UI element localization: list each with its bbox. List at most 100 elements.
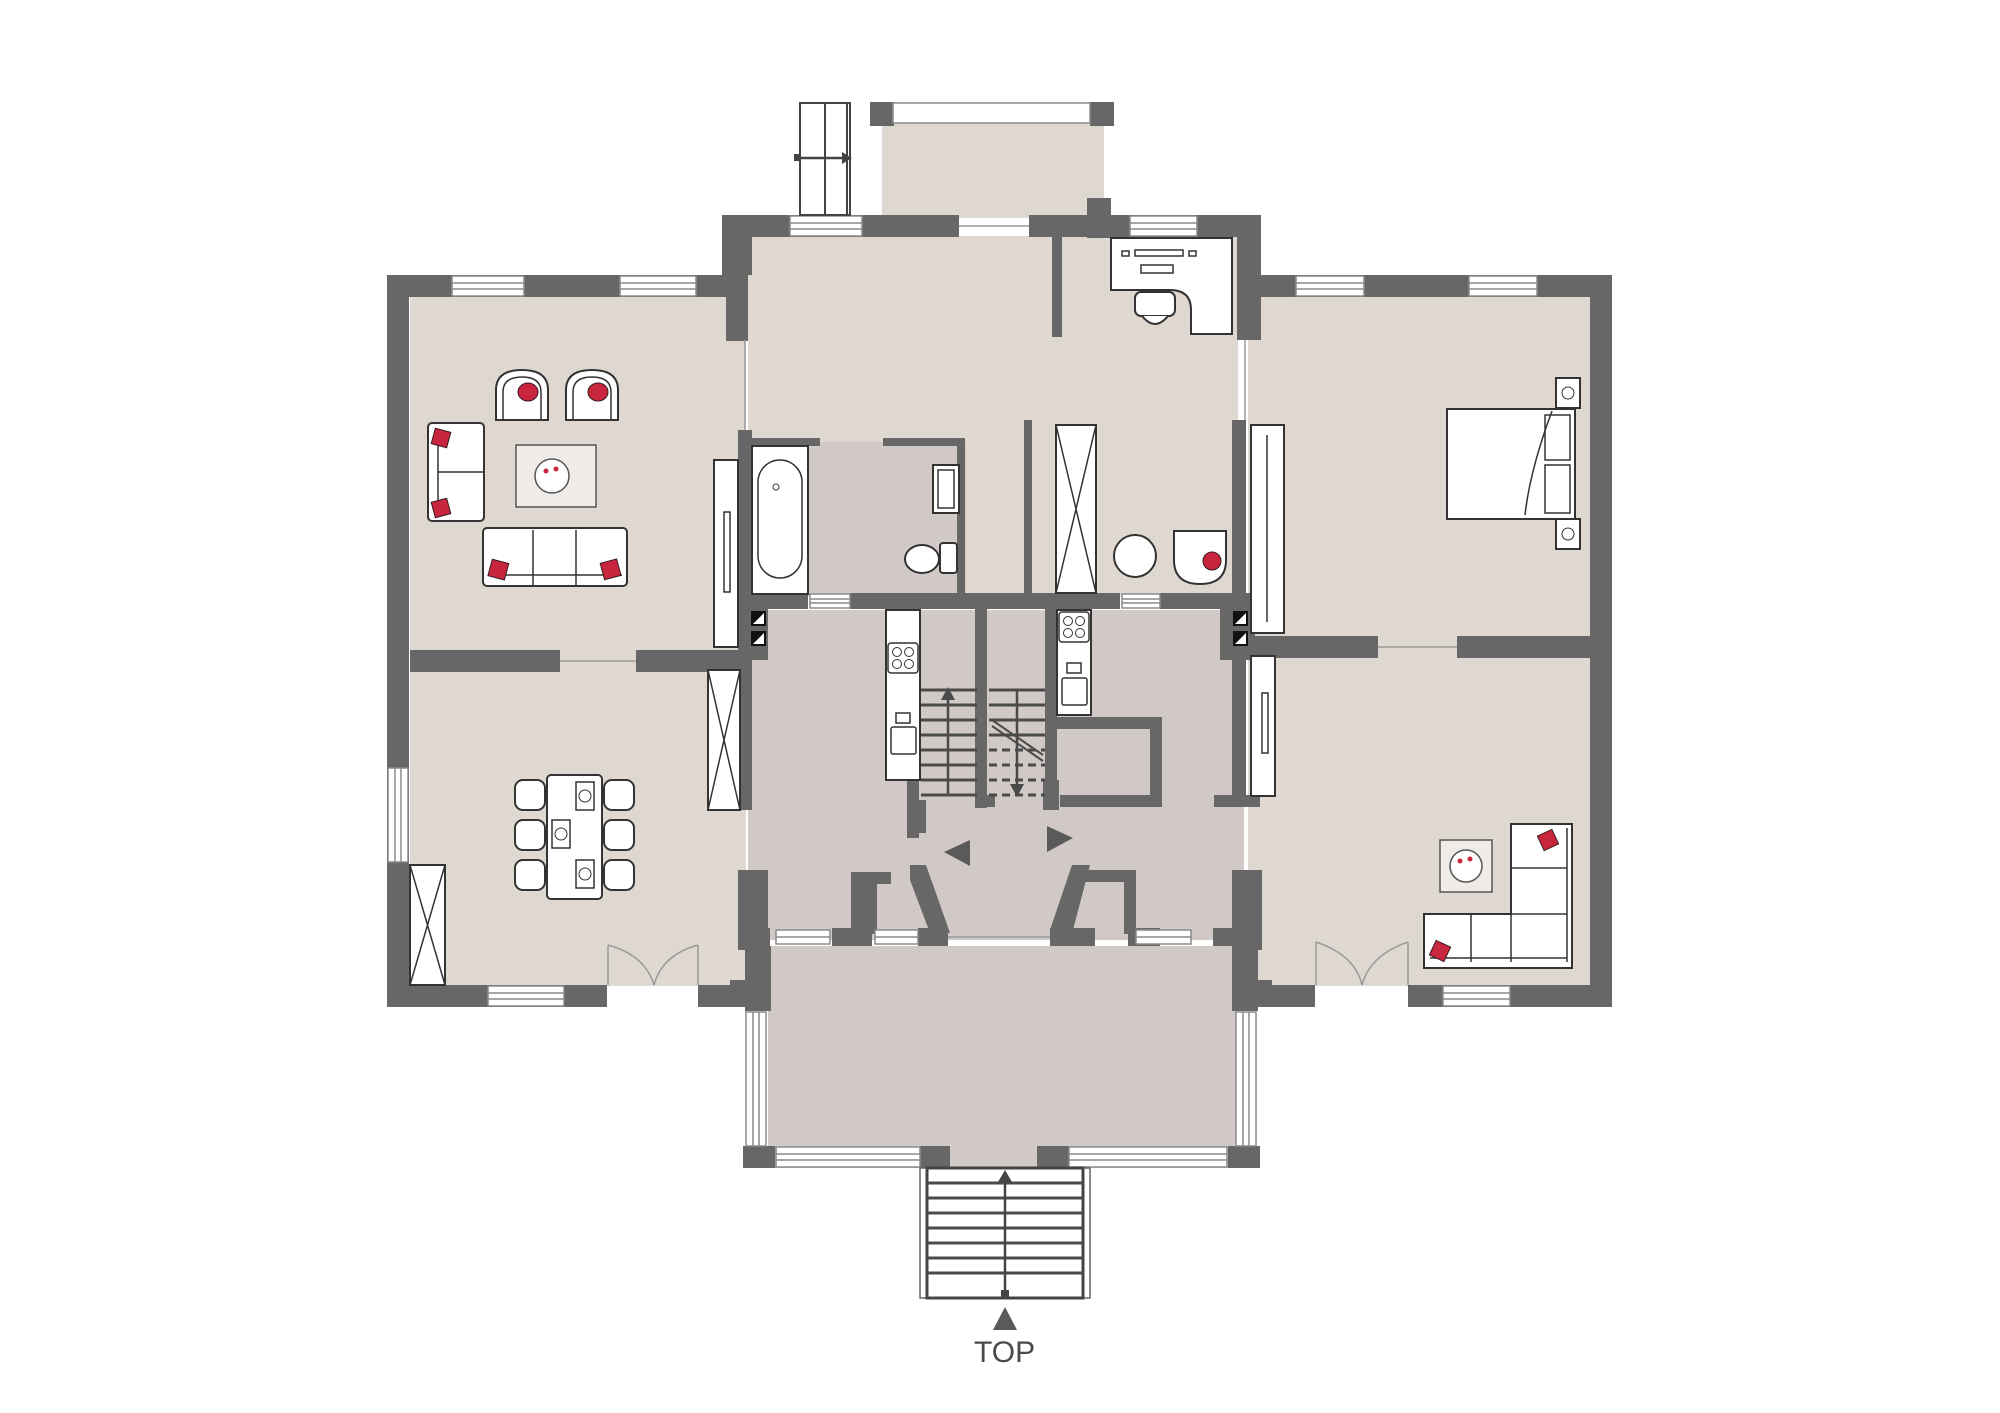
window bbox=[775, 929, 831, 945]
wall bbox=[1237, 275, 1612, 297]
stair-down bbox=[989, 688, 1045, 797]
wall bbox=[1232, 946, 1258, 1011]
window bbox=[1442, 985, 1511, 1007]
dining-table bbox=[546, 774, 603, 900]
wall bbox=[850, 593, 1120, 609]
wall bbox=[1052, 237, 1062, 337]
bathroom-furniture bbox=[751, 445, 960, 595]
wall bbox=[1124, 870, 1136, 934]
wall bbox=[738, 593, 808, 609]
wall bbox=[1090, 102, 1114, 126]
wall bbox=[1232, 420, 1246, 610]
two-seat-sofa bbox=[427, 422, 485, 522]
wall bbox=[883, 438, 963, 446]
bathtub bbox=[751, 445, 809, 595]
living-room-right-furniture bbox=[1250, 655, 1573, 969]
corner-sofa bbox=[1423, 823, 1573, 969]
wall bbox=[975, 608, 987, 808]
kitchenette-right bbox=[1056, 609, 1092, 716]
lobby-floor bbox=[768, 946, 1236, 1168]
windows bbox=[387, 102, 1538, 1168]
balcony-railing bbox=[892, 102, 1091, 124]
window bbox=[1135, 929, 1192, 945]
wall bbox=[745, 946, 771, 1011]
window bbox=[874, 929, 919, 945]
wall bbox=[752, 438, 820, 446]
wall bbox=[1457, 636, 1590, 658]
balcony-floor bbox=[882, 118, 1104, 218]
utility-shafts bbox=[751, 611, 1248, 646]
arrow-right-unit-icon bbox=[1047, 826, 1073, 852]
stairwell bbox=[921, 687, 1045, 797]
wall bbox=[1248, 636, 1378, 658]
doors bbox=[560, 225, 1457, 986]
wall bbox=[1057, 717, 1160, 729]
wall bbox=[726, 275, 748, 341]
cabinet bbox=[707, 669, 741, 811]
window bbox=[451, 275, 525, 297]
wall bbox=[1232, 870, 1262, 950]
window bbox=[1235, 1011, 1257, 1147]
wall bbox=[1228, 1146, 1260, 1168]
wall bbox=[1232, 660, 1246, 805]
desk bbox=[1110, 237, 1233, 335]
wall bbox=[918, 928, 948, 946]
wall bbox=[1037, 1146, 1069, 1168]
wall bbox=[743, 1146, 775, 1168]
office-chair bbox=[1134, 291, 1176, 325]
window bbox=[487, 985, 565, 1007]
wall bbox=[730, 980, 770, 1000]
wall bbox=[1213, 928, 1233, 946]
entrance-stair[interactable] bbox=[919, 1166, 1091, 1300]
window bbox=[619, 275, 697, 297]
three-seat-sofa bbox=[482, 527, 628, 587]
nightstand bbox=[1555, 377, 1581, 409]
wall bbox=[1060, 800, 1072, 805]
window bbox=[775, 1146, 921, 1168]
dining-chairs bbox=[514, 779, 635, 891]
wall bbox=[851, 872, 877, 934]
window bbox=[1468, 275, 1538, 297]
window bbox=[789, 215, 863, 237]
wall bbox=[738, 660, 752, 810]
wall bbox=[738, 600, 768, 660]
double-door-left[interactable] bbox=[607, 944, 699, 986]
window bbox=[1068, 1146, 1228, 1168]
wall bbox=[1214, 795, 1260, 807]
double-bed bbox=[1446, 408, 1576, 520]
tv-unit bbox=[1250, 655, 1276, 797]
window bbox=[1295, 275, 1365, 297]
wall bbox=[387, 275, 409, 1005]
wall bbox=[1150, 717, 1162, 807]
wall bbox=[1050, 928, 1095, 946]
wall bbox=[957, 438, 965, 598]
armchair bbox=[1173, 530, 1227, 586]
study-furniture bbox=[1055, 237, 1233, 594]
wall bbox=[738, 430, 752, 610]
wall bbox=[410, 650, 560, 672]
sink bbox=[1061, 662, 1088, 706]
wall bbox=[1024, 420, 1032, 600]
wall bbox=[1045, 608, 1057, 798]
kitchenette-left bbox=[885, 609, 921, 781]
wall bbox=[636, 650, 746, 672]
wall bbox=[738, 870, 768, 950]
nightstand bbox=[1555, 518, 1581, 550]
cooktop bbox=[1058, 611, 1090, 643]
double-door-right[interactable] bbox=[1315, 941, 1409, 986]
wall bbox=[1043, 780, 1059, 810]
dining-room-left-furniture bbox=[409, 669, 741, 986]
round-table bbox=[1113, 534, 1157, 578]
window bbox=[809, 593, 851, 609]
wall bbox=[832, 928, 872, 946]
wall bbox=[920, 1146, 950, 1168]
core-floor bbox=[748, 610, 1244, 940]
wall bbox=[975, 795, 995, 807]
balcony-stair bbox=[794, 102, 852, 216]
orientation-label: TOP bbox=[974, 1336, 1036, 1369]
wall bbox=[1060, 795, 1160, 807]
coffee-table bbox=[1439, 839, 1493, 893]
cabinet bbox=[409, 864, 446, 986]
place-settings bbox=[551, 781, 595, 889]
